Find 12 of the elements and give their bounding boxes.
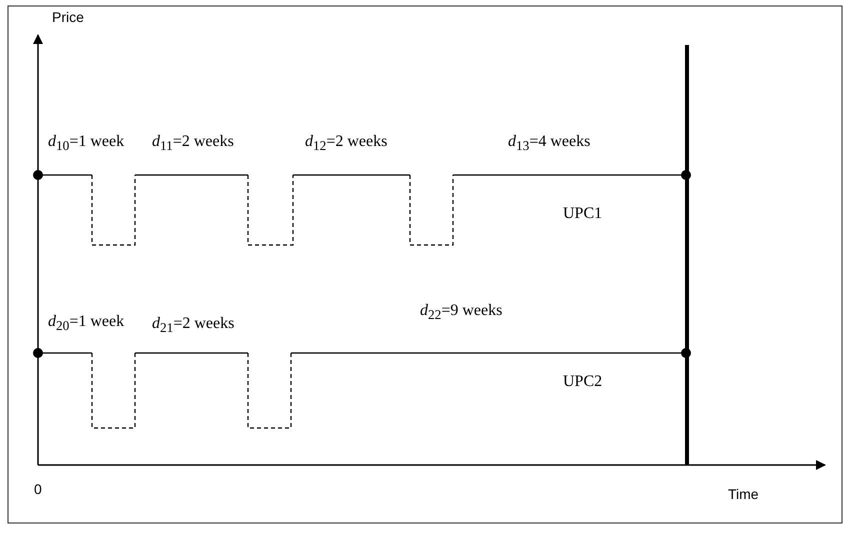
axis-label: Price — [52, 10, 84, 26]
duration-label: d$_{20}$=1 week — [48, 313, 124, 334]
axis-label: Time — [728, 487, 759, 502]
duration-label: d$_{12}$=2 weeks — [305, 133, 388, 154]
series-label: UPC1 — [563, 205, 602, 223]
tick-label: 0 — [34, 482, 42, 498]
duration-label: d$_{13}$=4 weeks — [508, 133, 590, 154]
duration-label: d$_{21}$=2 weeks — [152, 315, 234, 336]
series-label: UPC2 — [563, 373, 602, 391]
duration-label: d$_{22}$=9 weeks — [420, 302, 502, 323]
duration-label: d$_{10}$=1 week — [48, 133, 124, 154]
duration-label: d$_{11}$=2 weeks — [152, 133, 234, 154]
